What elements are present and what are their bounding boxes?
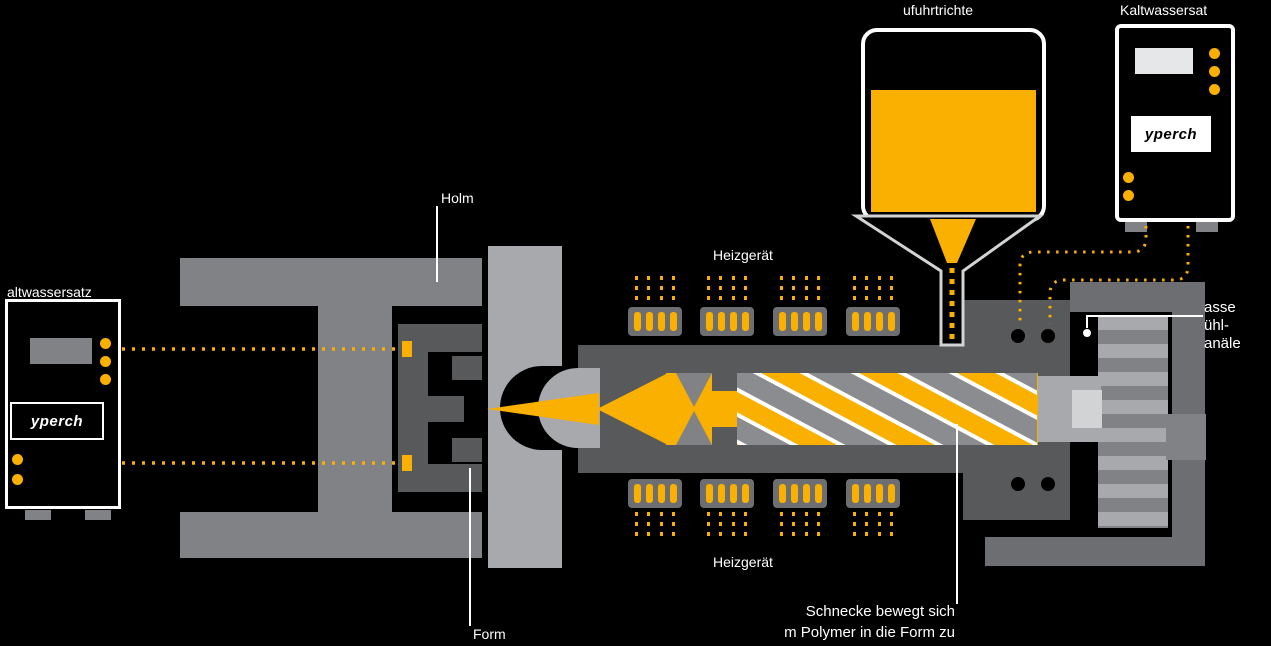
gearbox bbox=[1098, 316, 1168, 528]
steam-bottom-4 bbox=[846, 512, 900, 540]
status-light bbox=[1209, 48, 1220, 59]
brand-badge: yperch bbox=[10, 402, 104, 440]
heater-band-top-2 bbox=[700, 307, 754, 336]
mold-tooth-middle bbox=[428, 396, 464, 422]
cooling-label-line3: anäle bbox=[1204, 335, 1241, 352]
tie-bar-top bbox=[180, 258, 482, 306]
steam-top-1 bbox=[628, 276, 682, 304]
heater-band-bottom-2 bbox=[700, 479, 754, 508]
heater-band-top-3 bbox=[773, 307, 827, 336]
brand-text: yperch bbox=[1144, 125, 1198, 143]
output-block bbox=[1166, 414, 1206, 460]
screw-caption: Schnecke bewegt sich m Polymer in die Fo… bbox=[745, 601, 955, 643]
cooling-label-line2: ühl- bbox=[1204, 317, 1230, 334]
steam-top-3 bbox=[773, 276, 827, 304]
heater-top-label: Heizgerät bbox=[713, 247, 773, 263]
mold-insert-bottom bbox=[452, 438, 482, 462]
hopper-material bbox=[871, 90, 1036, 212]
cooling-pointer-end bbox=[1083, 329, 1091, 337]
chiller-display bbox=[1135, 48, 1193, 74]
right-chiller: yperch bbox=[1115, 24, 1235, 222]
frame-bracket-bottom bbox=[985, 537, 1205, 566]
chiller-foot bbox=[25, 510, 51, 520]
cooling-channels-label: asse ühl- anäle bbox=[1204, 299, 1241, 353]
mold-tooth-bottom bbox=[428, 464, 482, 492]
chiller-foot bbox=[85, 510, 111, 520]
steam-top-4 bbox=[846, 276, 900, 304]
right-chiller-label: Kaltwassersat bbox=[1120, 2, 1208, 18]
screw bbox=[597, 373, 1038, 445]
chiller-foot bbox=[1196, 222, 1218, 232]
left-coolant-lines bbox=[122, 347, 400, 465]
heater-band-bottom-4 bbox=[846, 479, 900, 508]
chiller-foot bbox=[1125, 222, 1147, 232]
right-coolant-lines bbox=[1018, 226, 1190, 324]
screw-flights bbox=[737, 373, 1037, 445]
tie-bar-bottom bbox=[180, 512, 482, 558]
left-chiller-label: altwassersatz bbox=[7, 284, 92, 300]
coolant-fitting bbox=[402, 341, 412, 357]
mold-insert-top bbox=[452, 356, 482, 380]
chiller-display bbox=[30, 338, 92, 364]
nozzle-cone bbox=[487, 393, 599, 425]
pointer-lines bbox=[436, 206, 1203, 626]
steam-bottom-3 bbox=[773, 512, 827, 540]
hopper-funnel bbox=[850, 214, 1045, 347]
steam-top-2 bbox=[700, 276, 754, 304]
status-light bbox=[1209, 66, 1220, 77]
hopper-label: ufuhrtrichte bbox=[903, 2, 974, 18]
status-light bbox=[1123, 190, 1134, 201]
left-chiller: yperch bbox=[5, 299, 121, 509]
coolant-port-top-right bbox=[1041, 329, 1055, 343]
funnel-material bbox=[930, 219, 976, 263]
heater-band-bottom-1 bbox=[628, 479, 682, 508]
steam-bottom-2 bbox=[700, 512, 754, 540]
rear-platen bbox=[318, 306, 392, 512]
screw-caption-line1: Schnecke bewegt sich bbox=[805, 603, 955, 620]
status-light bbox=[1123, 172, 1134, 183]
status-light bbox=[1209, 84, 1220, 95]
hopper bbox=[861, 28, 1046, 222]
coolant-port-bottom-left bbox=[1011, 477, 1025, 491]
coolant-port-bottom-right bbox=[1041, 477, 1055, 491]
status-light bbox=[12, 454, 23, 465]
status-light bbox=[100, 338, 111, 349]
status-light bbox=[12, 474, 23, 485]
shaft-coupler bbox=[1072, 390, 1102, 428]
tie-bar-label: Holm bbox=[441, 190, 474, 206]
status-light bbox=[100, 356, 111, 367]
cooling-pointer bbox=[1086, 315, 1203, 328]
coolant-fitting bbox=[402, 455, 412, 471]
cooling-label-line1: asse bbox=[1204, 299, 1236, 316]
coolant-port-top-left bbox=[1011, 329, 1025, 343]
steam-bottom-1 bbox=[628, 512, 682, 540]
heater-band-top-1 bbox=[628, 307, 682, 336]
mold-label: Form bbox=[473, 626, 506, 642]
heater-band-bottom-3 bbox=[773, 479, 827, 508]
brand-badge: yperch bbox=[1131, 116, 1211, 152]
brand-text: yperch bbox=[30, 412, 84, 430]
heater-bottom-label: Heizgerät bbox=[713, 554, 773, 570]
mold-tooth-top bbox=[428, 324, 482, 352]
heater-band-top-4 bbox=[846, 307, 900, 336]
screw-caption-line2: m Polymer in die Form zu bbox=[784, 624, 955, 641]
status-light bbox=[100, 374, 111, 385]
